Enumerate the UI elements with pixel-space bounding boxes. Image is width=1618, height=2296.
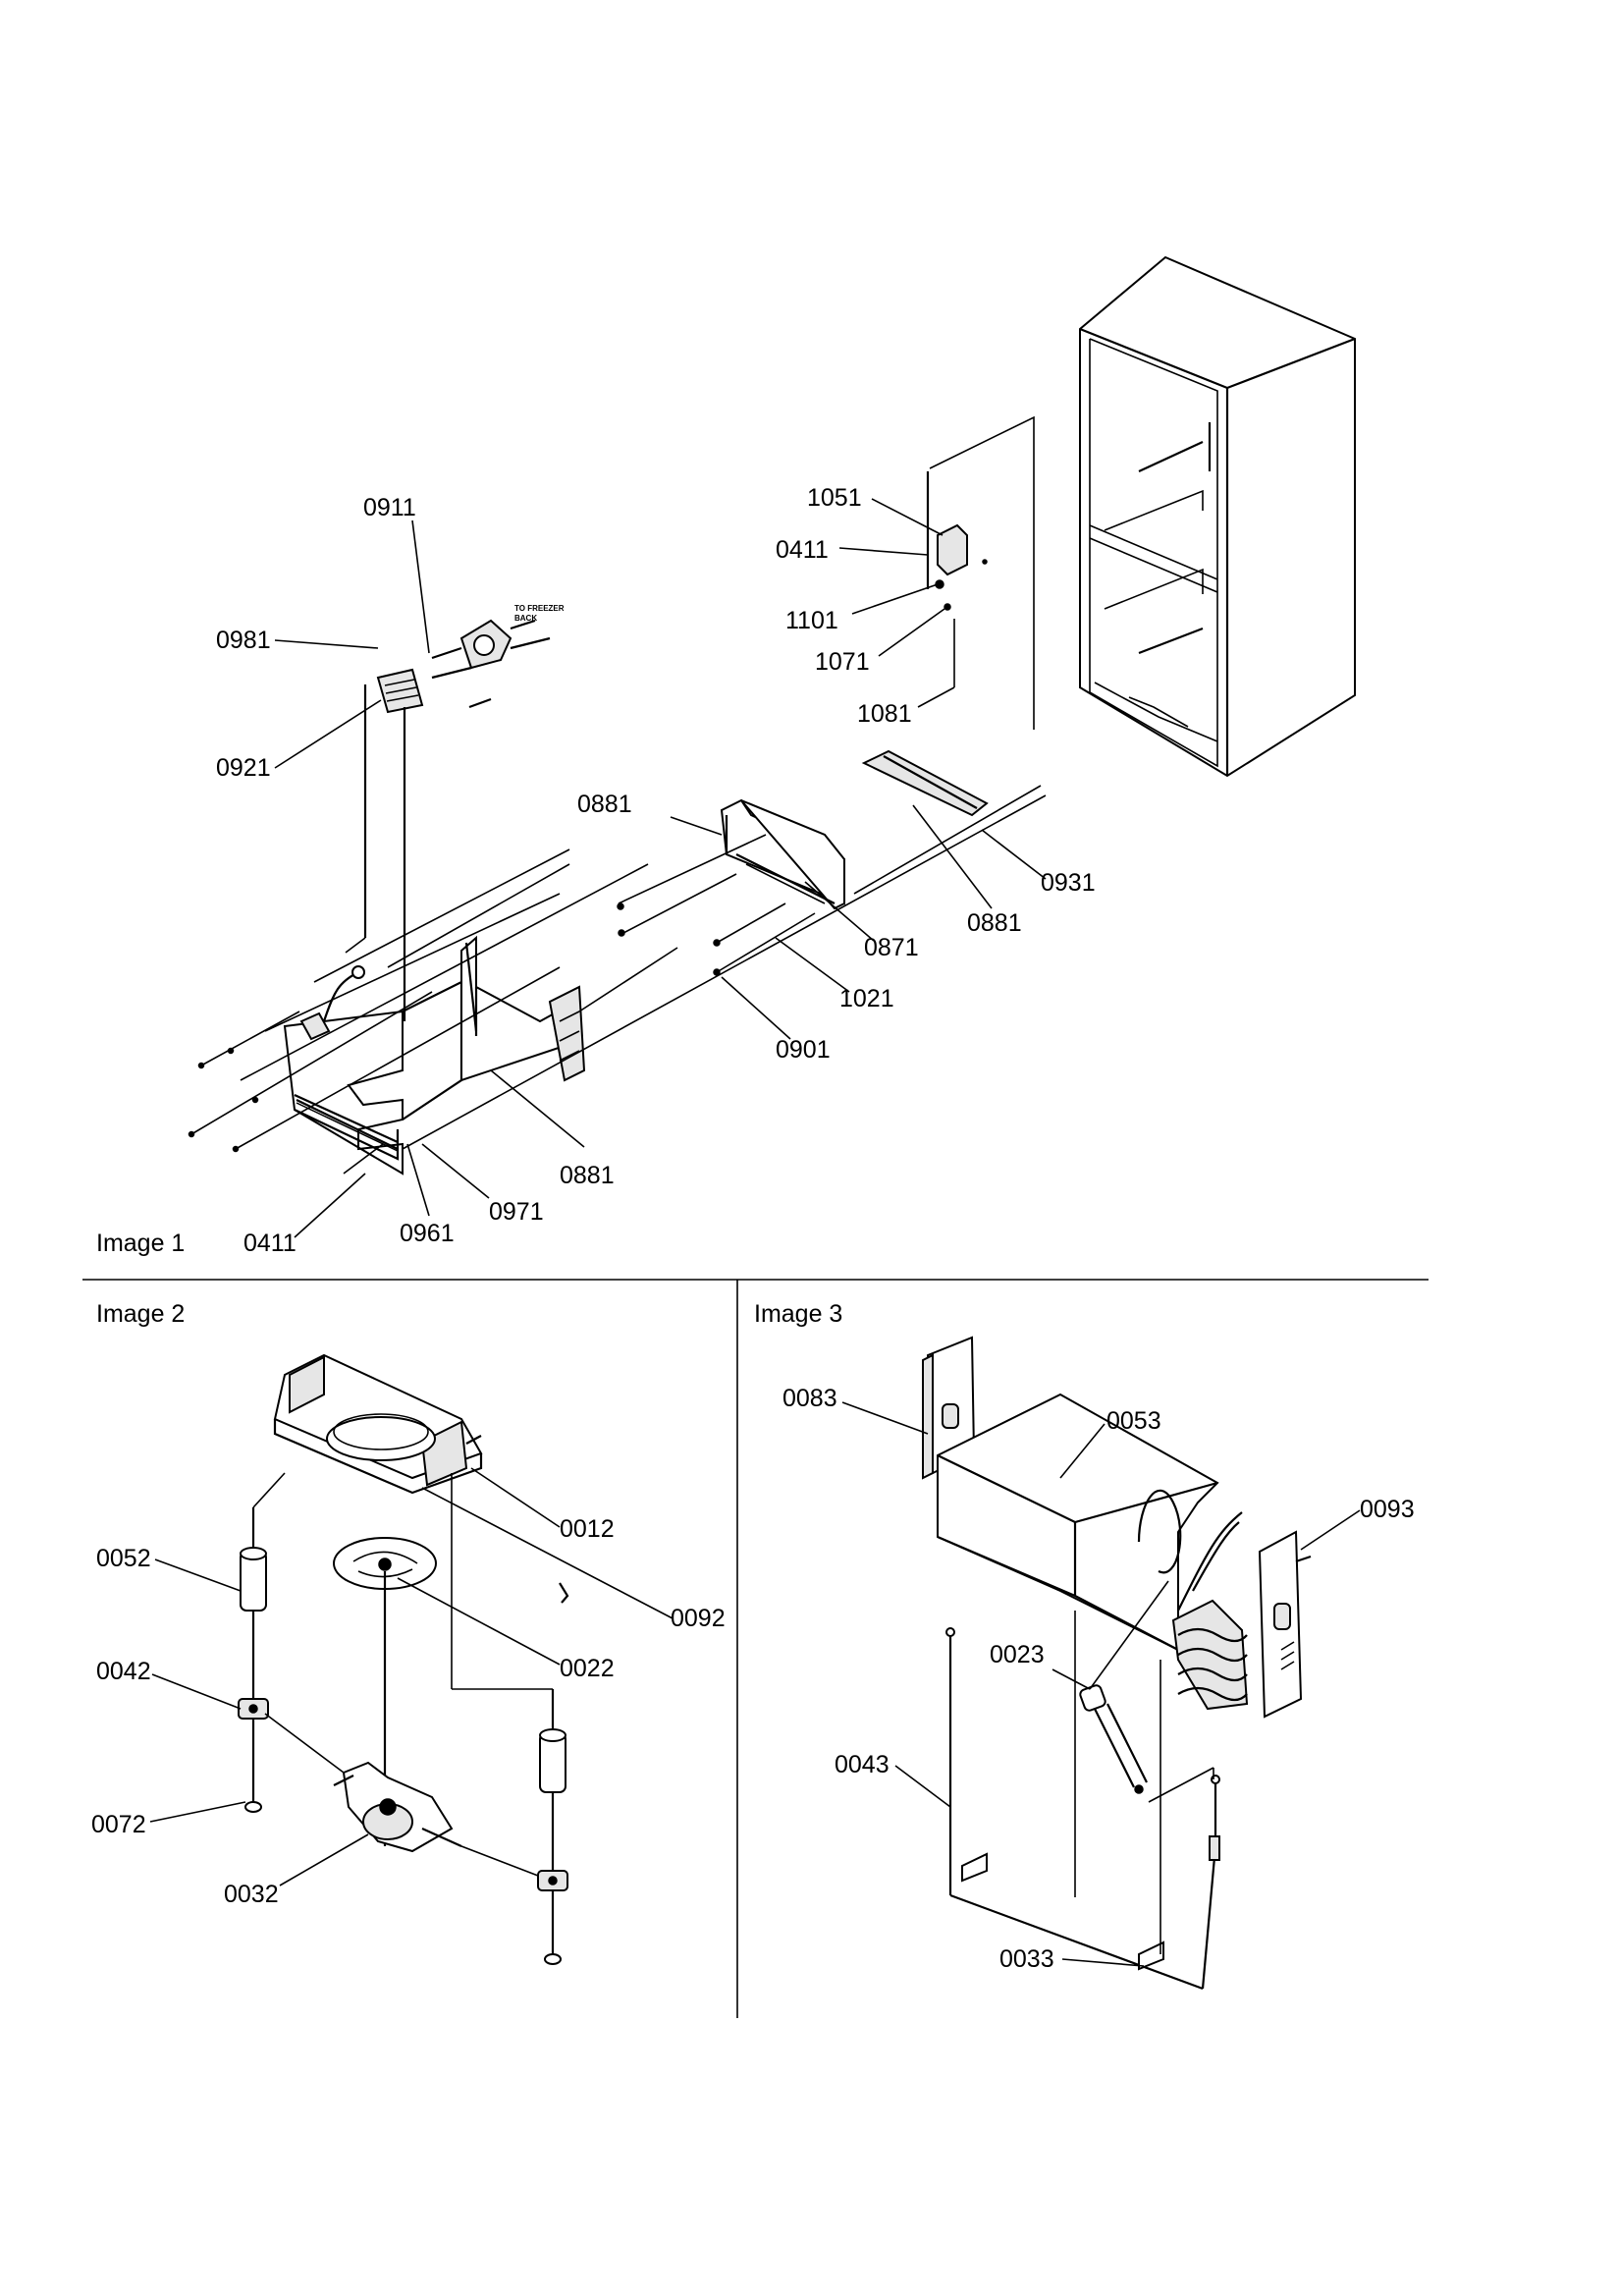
callout-1071: 1071 [815, 648, 870, 676]
fan-housing-0911: TO FREEZER BACK [431, 604, 565, 709]
callout-0022: 0022 [560, 1655, 615, 1682]
assembly-lines [188, 785, 1047, 1175]
callout-0042: 0042 [96, 1658, 151, 1685]
callout-0023: 0023 [990, 1641, 1045, 1668]
air-duct [345, 684, 406, 1021]
section-label-image2: Image 2 [96, 1300, 185, 1328]
image2-callouts: 0012 0052 0092 0022 0042 0072 0032 [91, 1467, 726, 1908]
bracket-1051 [926, 471, 988, 687]
callout-0881-right: 0881 [967, 909, 1022, 937]
evaporator-housing [460, 935, 586, 1082]
callout-0092: 0092 [671, 1605, 726, 1632]
image1-drawing: TO FREEZER BACK [188, 255, 1356, 1257]
callout-0411-upper: 0411 [776, 536, 829, 564]
evaporator-cover [283, 965, 463, 1175]
rear-cover [720, 798, 845, 910]
callout-0881-lower: 0881 [560, 1162, 615, 1189]
callout-1081: 1081 [857, 700, 912, 728]
callout-0032: 0032 [224, 1881, 279, 1908]
image1-callouts: 0911 0981 0921 1051 0411 1101 1071 1081 … [216, 484, 1096, 1257]
callout-0043: 0043 [835, 1751, 890, 1778]
callout-0961: 0961 [400, 1220, 455, 1247]
callout-0072: 0072 [91, 1811, 146, 1838]
end-plate-0083 [922, 1336, 976, 1480]
defrost-thermostat-0023 [1079, 1684, 1148, 1794]
callout-0911: 0911 [363, 494, 416, 521]
callout-0931: 0931 [1041, 869, 1096, 897]
callout-0052: 0052 [96, 1545, 151, 1572]
to-freezer-back-note-line1: TO FREEZER [514, 604, 565, 613]
heater-element-0043 [945, 1611, 1220, 1991]
evaporator-0053 [937, 1393, 1249, 1711]
section-label-image1: Image 1 [96, 1230, 185, 1257]
callout-0881-upper: 0881 [577, 791, 632, 818]
end-plate-0093 [1258, 1530, 1312, 1719]
callout-0971: 0971 [489, 1198, 544, 1226]
section-label-image3: Image 3 [754, 1300, 842, 1328]
callout-0411-lower: 0411 [243, 1230, 297, 1257]
left-mount-hardware [238, 1472, 345, 1813]
to-freezer-back-note-line2: BACK [514, 614, 537, 623]
right-mount-hardware [451, 1473, 568, 1965]
callout-1101: 1101 [785, 607, 838, 634]
callout-1051: 1051 [807, 484, 862, 512]
fan-motor-0032 [333, 1761, 462, 1853]
duct-0931 [861, 749, 989, 817]
callout-0012: 0012 [560, 1515, 615, 1543]
callout-0921: 0921 [216, 754, 271, 782]
callout-0033: 0033 [999, 1945, 1054, 1973]
callout-0871: 0871 [864, 934, 919, 961]
image3-drawing: 0083 0053 0093 0023 0043 0033 [782, 1336, 1415, 1991]
grille-0921 [376, 668, 424, 714]
back-panel-outline [929, 415, 1035, 730]
image2-drawing: 0012 0052 0092 0022 0042 0072 0032 [91, 1353, 726, 1965]
callout-0981: 0981 [216, 627, 271, 654]
callout-0053: 0053 [1106, 1407, 1161, 1435]
callout-0901: 0901 [776, 1036, 831, 1064]
fan-shroud-0012 [273, 1353, 483, 1495]
callout-0083: 0083 [782, 1385, 837, 1412]
callout-0093: 0093 [1360, 1496, 1415, 1523]
clip-0092 [559, 1582, 569, 1604]
callout-1021: 1021 [839, 985, 894, 1012]
image3-callouts: 0083 0053 0093 0023 0043 0033 [782, 1385, 1415, 1973]
refrigerator-cabinet [1079, 255, 1356, 778]
